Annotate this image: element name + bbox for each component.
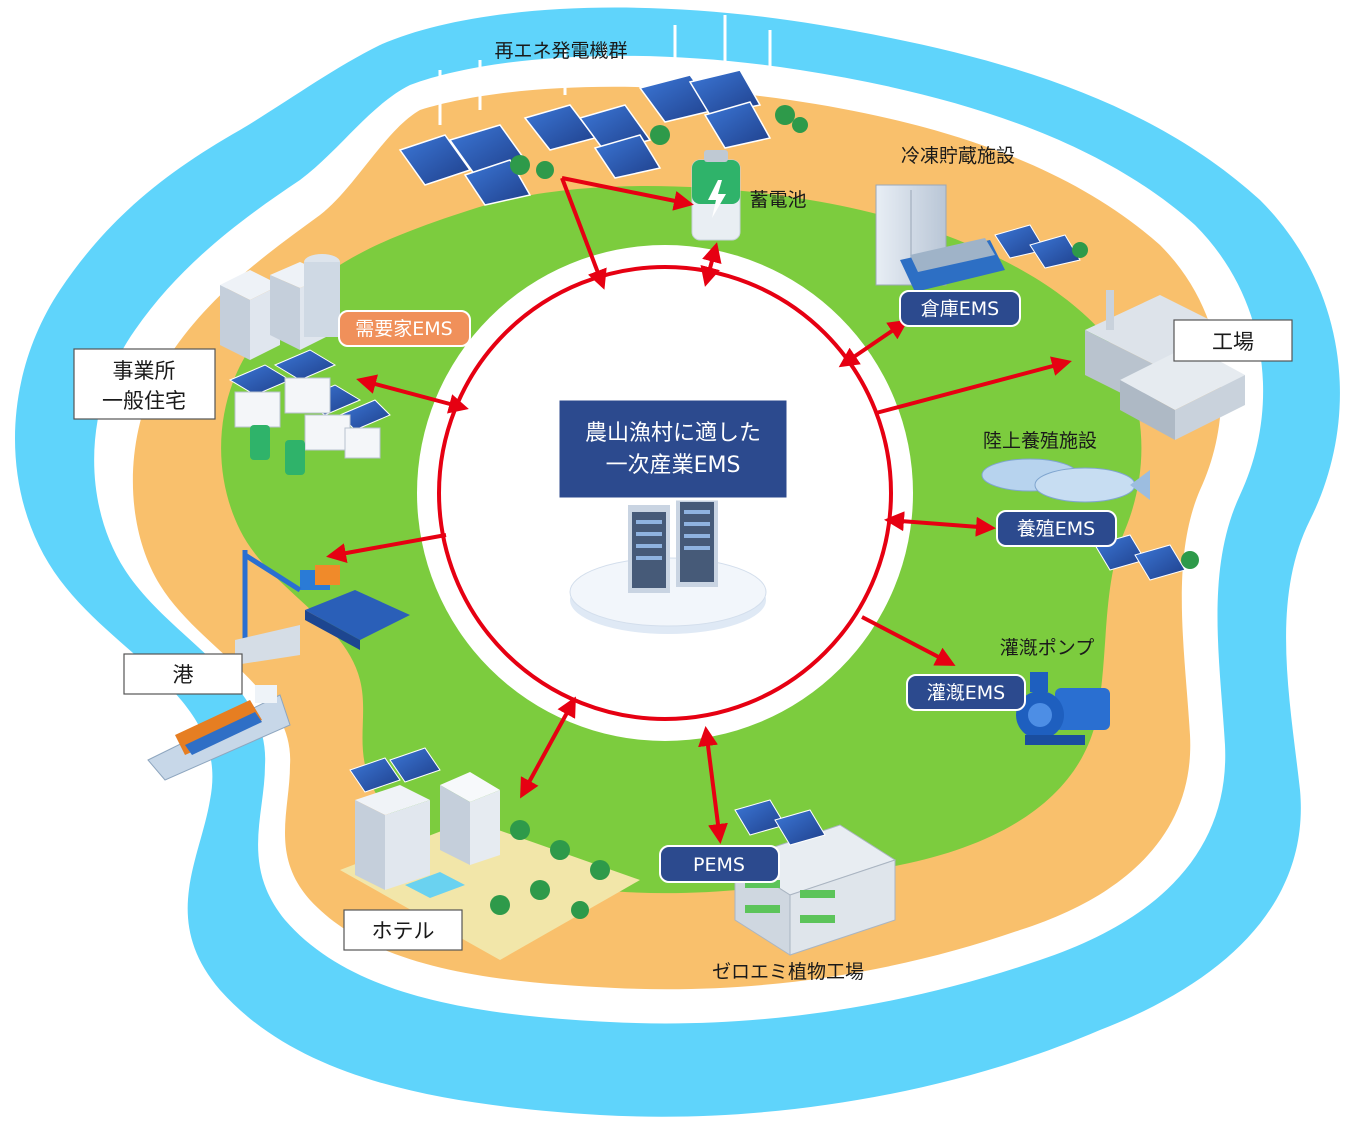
label-aquaculture: 陸上養殖施設 [983, 430, 1097, 452]
label-office-line2: 一般住宅 [102, 389, 186, 413]
label-plant-factory: ゼロエミ植物工場 [712, 961, 864, 983]
ems-ring [437, 265, 893, 721]
arrow-ring-port [326, 533, 447, 563]
arrow-renewables-battery [561, 176, 694, 211]
arrow-hotel-ring [520, 696, 576, 799]
label-cold-storage: 冷凍貯蔵施設 [901, 145, 1015, 167]
label-port-box: 港 [123, 653, 243, 695]
pill-demand-ems-text: 需要家EMS [355, 318, 452, 340]
connection-arrows [326, 176, 1072, 844]
label-hotel-box: ホテル [343, 909, 463, 951]
renewables-illustration [398, 15, 808, 206]
arrow-ring-irrigation [861, 615, 956, 666]
pump-illustration [1016, 672, 1110, 745]
arrow-aquaculture-ring [884, 511, 996, 537]
label-irrigation-pump: 灌漑ポンプ [1000, 637, 1094, 659]
pill-pems: PEMS [659, 845, 780, 883]
arrow-battery-ring [700, 242, 722, 287]
label-hotel: ホテル [372, 919, 435, 943]
pill-pems-text: PEMS [693, 854, 745, 876]
pill-aquaculture-ems-text: 養殖EMS [1017, 518, 1095, 540]
label-factory-box: 工場 [1173, 319, 1293, 362]
label-office-line1: 事業所 [113, 359, 176, 383]
center-line1: 農山漁村に適した [585, 421, 761, 446]
cold-storage-illustration [875, 184, 1088, 292]
label-port: 港 [173, 663, 194, 687]
arrow-pems-ring [698, 726, 728, 844]
label-battery: 蓄電池 [749, 189, 806, 211]
battery-icon [691, 150, 741, 241]
pill-irrigation-ems-text: 灌漑EMS [927, 682, 1005, 704]
center-ems-box: 農山漁村に適した 一次産業EMS [556, 397, 790, 501]
center-line2: 一次産業EMS [606, 453, 741, 478]
office-houses-illustration [220, 254, 391, 475]
ship-illustration [147, 685, 291, 781]
arrow-demand-ring [356, 374, 469, 414]
pill-warehouse-ems-text: 倉庫EMS [921, 298, 999, 320]
server-icon [569, 495, 767, 634]
port-illustration [235, 550, 410, 665]
pill-aquaculture-ems: 養殖EMS [996, 510, 1117, 547]
pill-demand-ems: 需要家EMS [338, 310, 471, 347]
pill-warehouse-ems: 倉庫EMS [899, 290, 1021, 327]
hotel-illustration [340, 747, 640, 960]
arrow-ring-factory [875, 356, 1072, 415]
label-office-box: 事業所 一般住宅 [73, 348, 216, 420]
arrow-warehouse-ring [838, 319, 909, 368]
label-renewables: 再エネ発電機群 [494, 40, 627, 62]
pill-irrigation-ems: 灌漑EMS [906, 674, 1026, 711]
label-factory: 工場 [1212, 330, 1254, 354]
arrow-renewables-ring [560, 177, 607, 290]
